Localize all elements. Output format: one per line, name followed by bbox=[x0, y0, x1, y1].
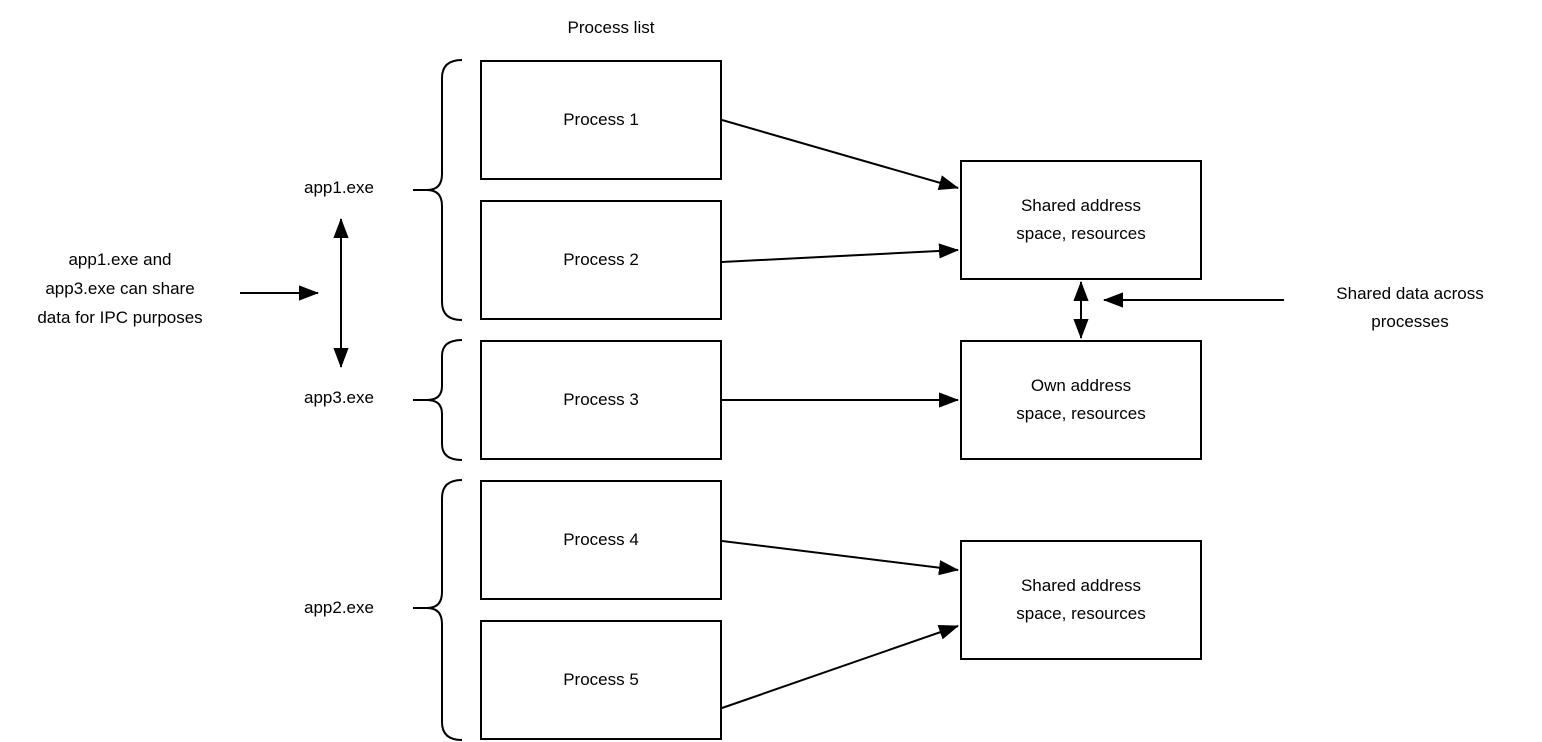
arrow-process4-to-shared bbox=[721, 540, 959, 576]
own-address-box: Own address space, resources bbox=[960, 340, 1202, 460]
process-box-3: Process 3 bbox=[480, 340, 722, 460]
process-box-3-label: Process 3 bbox=[563, 390, 639, 409]
diagram-title: Process list bbox=[567, 18, 655, 37]
app2-label: app2.exe bbox=[304, 598, 374, 617]
app1-label: app1.exe bbox=[304, 178, 374, 197]
process-box-4-label: Process 4 bbox=[563, 530, 639, 549]
ipc-share-annotation: app1.exe and app3.exe can share data for… bbox=[37, 250, 203, 327]
arrow-process1-to-shared bbox=[721, 119, 959, 191]
shared-address-box-top: Shared address space, resources bbox=[960, 160, 1202, 280]
brace-app2 bbox=[413, 479, 463, 741]
process-box-4: Process 4 bbox=[480, 480, 722, 600]
app3-label: app3.exe bbox=[304, 388, 374, 407]
arrow-process2-to-shared bbox=[721, 243, 959, 263]
shared-address-box-top-label: Shared address space, resources bbox=[1016, 196, 1146, 243]
brace-app3 bbox=[413, 339, 463, 461]
process-box-2: Process 2 bbox=[480, 200, 722, 320]
brace-app1 bbox=[413, 59, 463, 321]
process-box-5: Process 5 bbox=[480, 620, 722, 740]
shared-address-box-bottom: Shared address space, resources bbox=[960, 540, 1202, 660]
shared-data-annotation: Shared data across processes bbox=[1336, 284, 1484, 331]
process-box-1-label: Process 1 bbox=[563, 110, 639, 129]
process-box-1: Process 1 bbox=[480, 60, 722, 180]
process-box-5-label: Process 5 bbox=[563, 670, 639, 689]
arrow-process5-to-shared bbox=[721, 625, 959, 709]
process-box-2-label: Process 2 bbox=[563, 250, 639, 269]
own-address-box-label: Own address space, resources bbox=[1016, 376, 1146, 423]
shared-address-box-bottom-label: Shared address space, resources bbox=[1016, 576, 1146, 623]
